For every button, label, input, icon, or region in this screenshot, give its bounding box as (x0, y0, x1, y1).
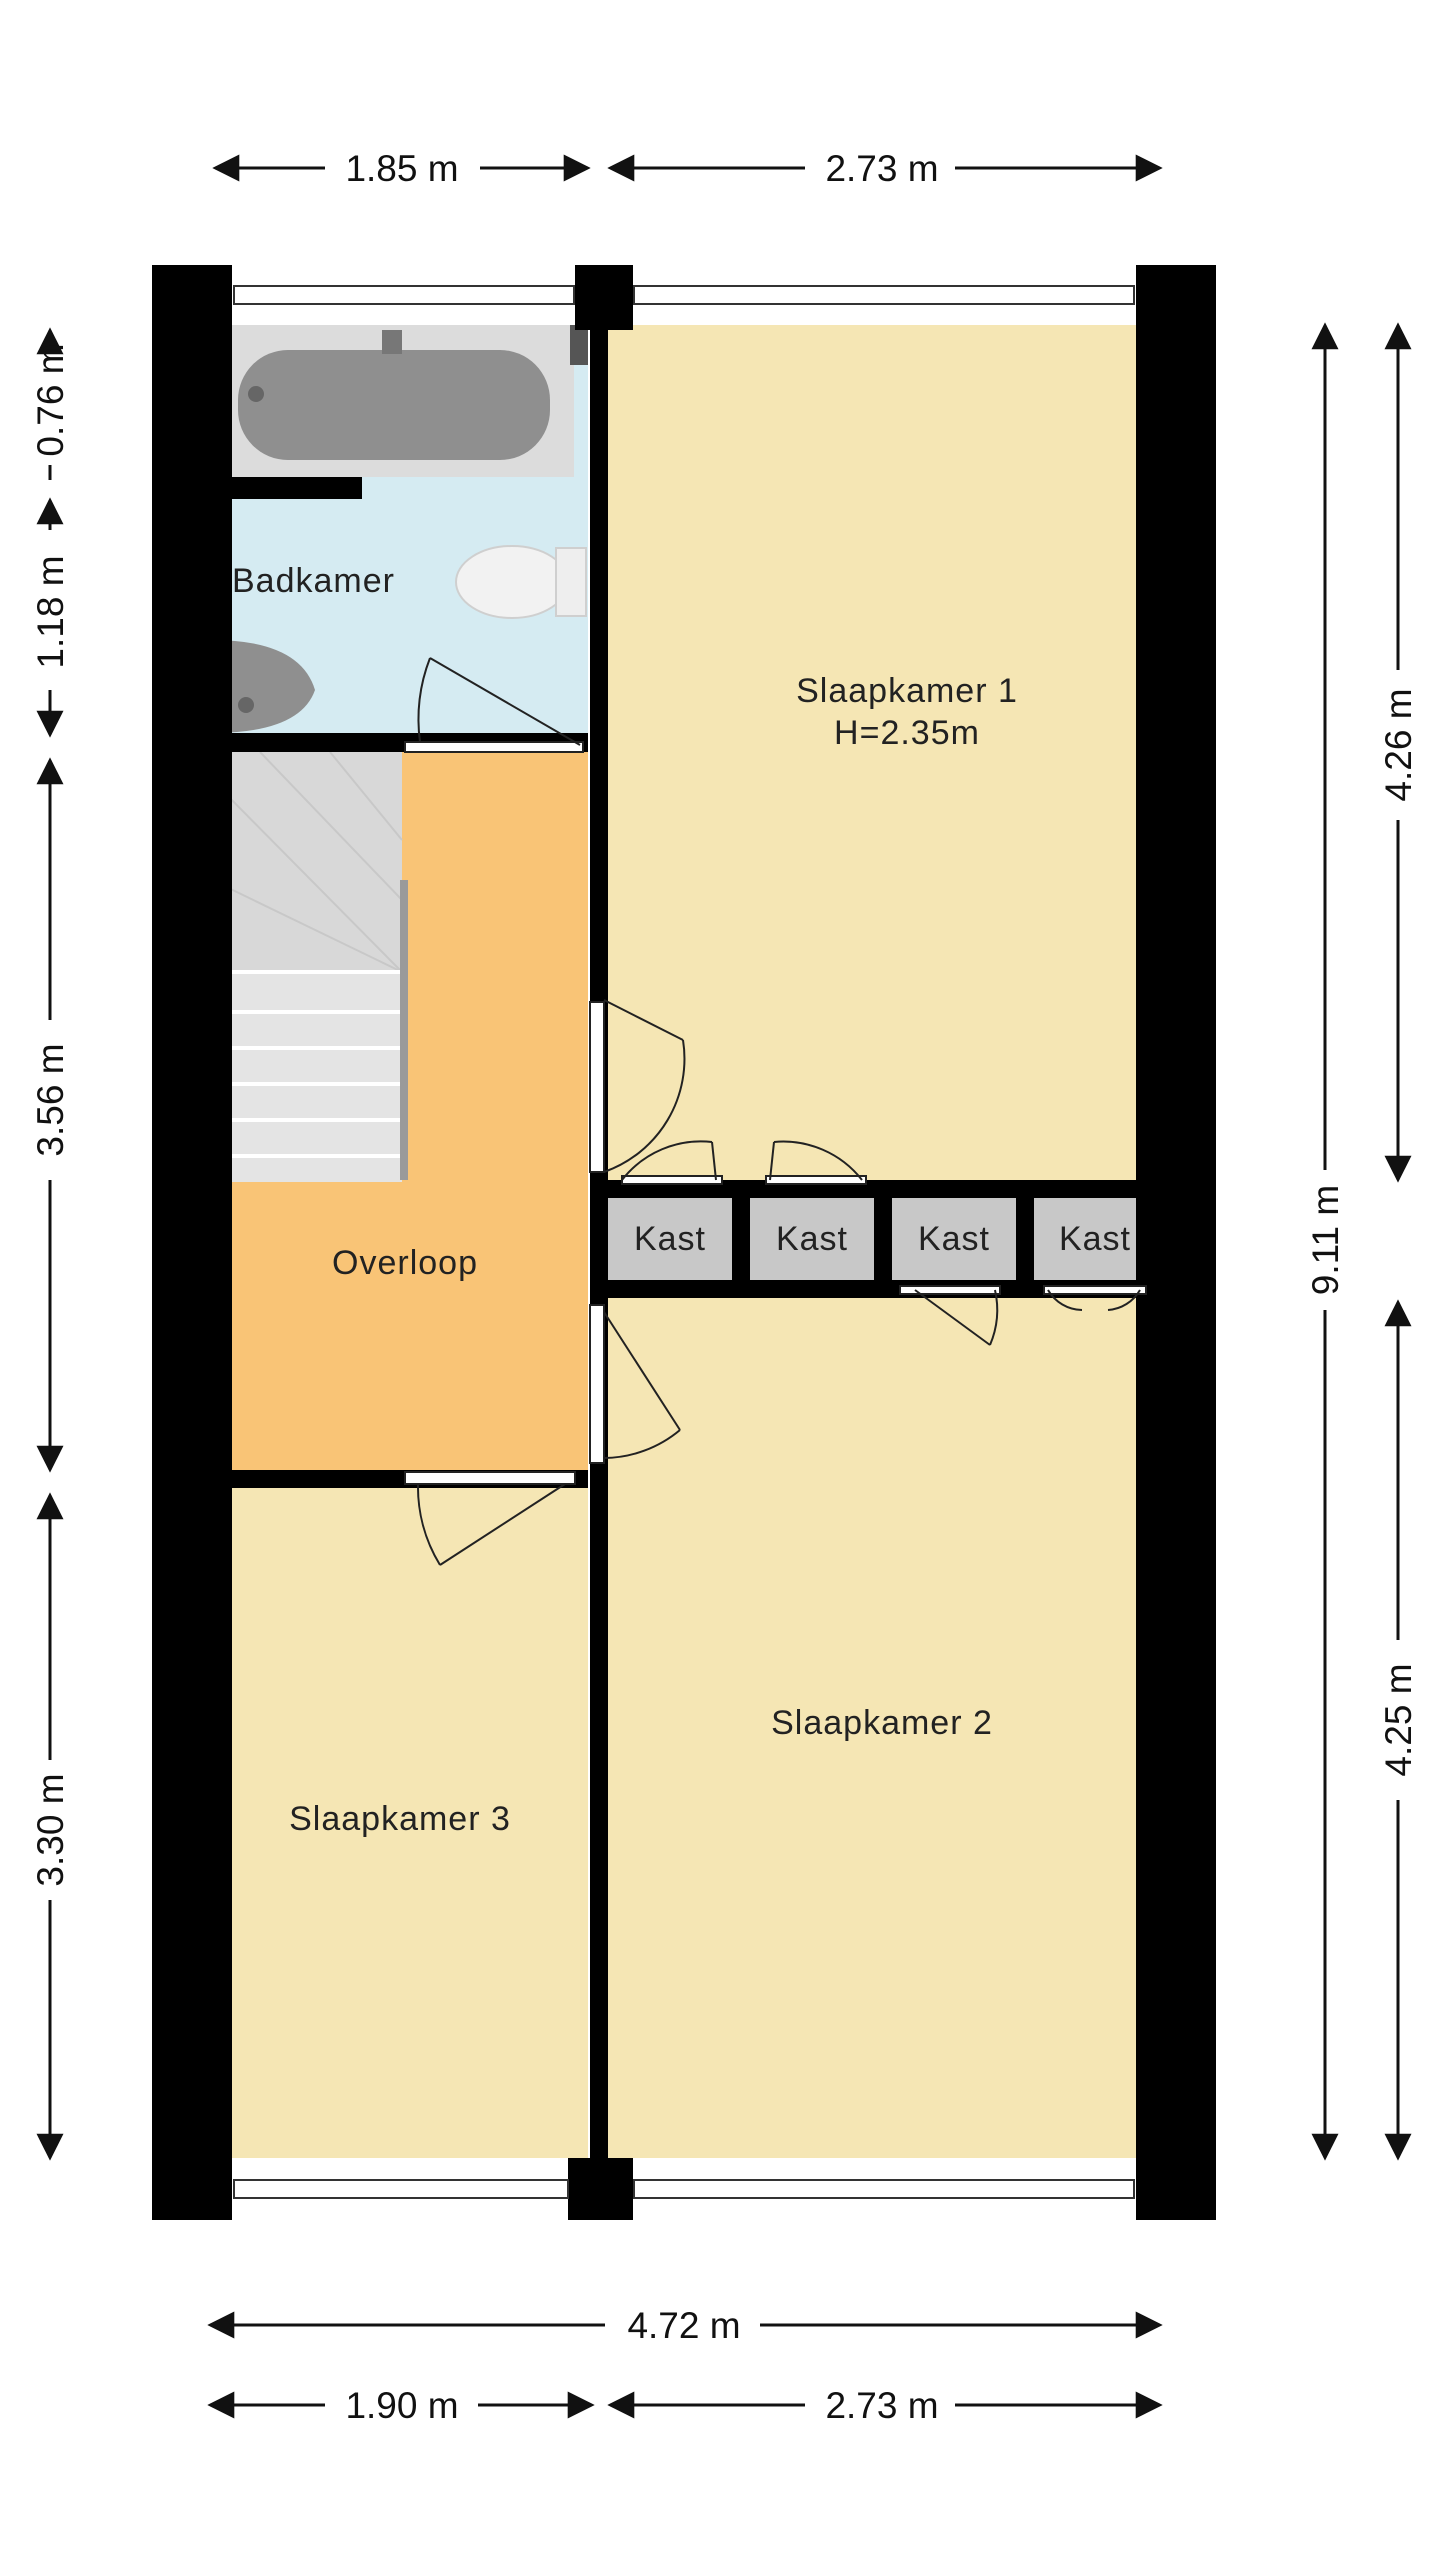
dimension-left-1: 0.76 m (30, 343, 71, 456)
closet-label: Kast (634, 1220, 706, 1258)
bathtub (212, 325, 588, 477)
closet-label: Kast (1059, 1220, 1131, 1258)
staircase (211, 751, 408, 1182)
closet-label: Kast (918, 1220, 990, 1258)
room-label-badkamer: Badkamer (232, 562, 395, 600)
windows (233, 285, 1135, 2199)
room-label-overloop: Overloop (332, 1244, 478, 1282)
dimension-top-left: 1.85 m (345, 148, 458, 189)
dimension-bottom-total: 4.72 m (627, 2305, 740, 2346)
dimension-right-upper: 4.26 m (1378, 688, 1419, 801)
room-label-slaapkamer-1-height: H=2.35m (834, 714, 980, 752)
room-label-slaapkamer-3: Slaapkamer 3 (289, 1800, 511, 1838)
room-label-slaapkamer-1: Slaapkamer 1 (796, 672, 1018, 710)
sink (212, 640, 315, 733)
dimension-left-3: 3.56 m (30, 1043, 71, 1156)
dimension-left-4: 3.30 m (30, 1773, 71, 1886)
toilet (455, 545, 587, 619)
bedroom-2-floor (608, 1298, 1156, 2158)
bedroom-1-floor (608, 325, 1156, 1180)
dimension-right-lower: 4.25 m (1378, 1663, 1419, 1776)
doors (404, 657, 1147, 1566)
room-label-slaapkamer-2: Slaapkamer 2 (771, 1704, 993, 1742)
dimension-bottom-right: 2.73 m (825, 2385, 938, 2426)
closet-label: Kast (776, 1220, 848, 1258)
closets (608, 1198, 1156, 1280)
dimension-lines (36, 154, 1412, 2419)
dimension-right-total: 9.11 m (1305, 1185, 1346, 1295)
bedroom-3-floor (212, 1488, 588, 2158)
dimension-top-right: 2.73 m (825, 148, 938, 189)
dimension-left-2: 1.18 m (30, 555, 71, 668)
dimension-bottom-left: 1.90 m (345, 2385, 458, 2426)
